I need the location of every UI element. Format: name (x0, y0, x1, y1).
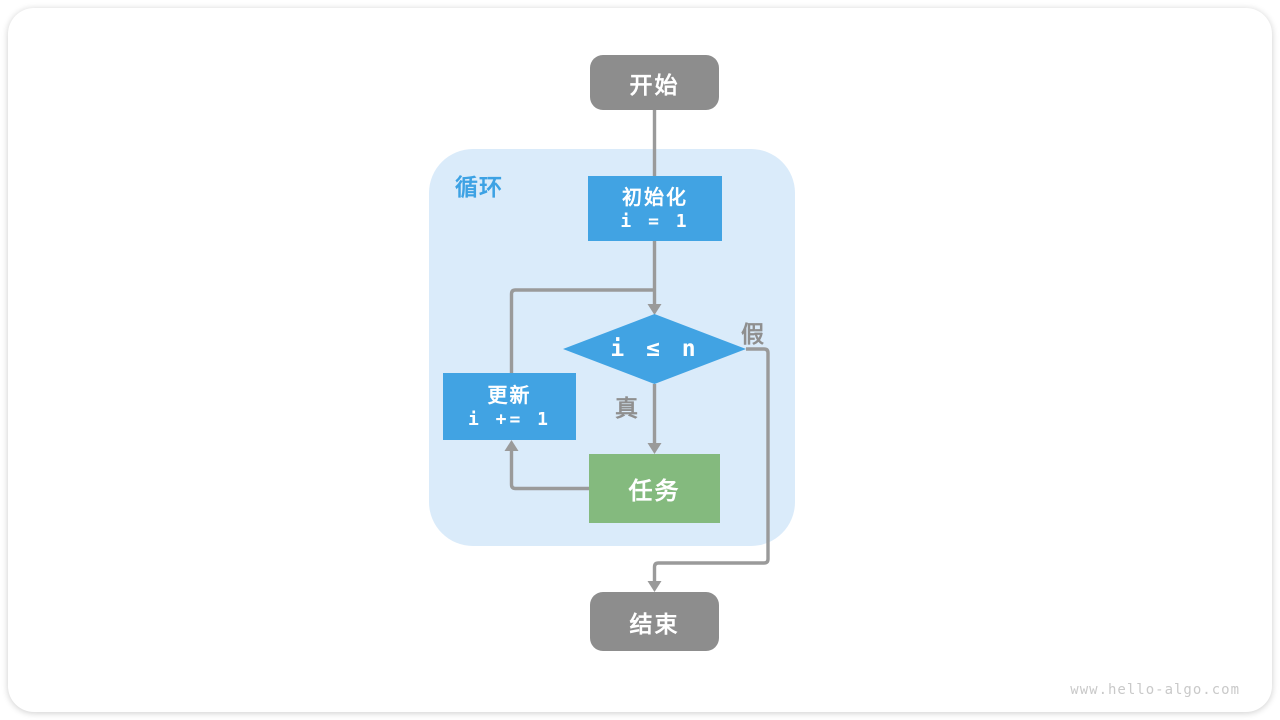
node-end-label: 结束 (629, 611, 680, 638)
arrowhead-end (647, 581, 662, 592)
node-init: 初始化 i = 1 (588, 176, 722, 241)
node-init-label: 初始化 (622, 184, 688, 209)
watermark: www.hello-algo.com (1070, 682, 1240, 698)
node-task-label: 任务 (628, 477, 681, 505)
node-task: 任务 (589, 454, 720, 523)
loop-container-label: 循环 (455, 175, 503, 201)
condition-label: i ≤ n (610, 336, 700, 362)
node-init-code: i = 1 (620, 210, 690, 232)
node-update-label: 更新 (487, 382, 532, 407)
edge-update-to-condition (509, 288, 655, 373)
edge-label-true: 真 (615, 396, 638, 422)
edge-label-false: 假 (741, 322, 764, 348)
edge-condition-to-end (652, 347, 770, 584)
arrowhead-update (504, 440, 519, 451)
node-update-code: i += 1 (467, 408, 552, 430)
condition-diamond (563, 314, 746, 384)
node-start-label: 开始 (629, 72, 680, 99)
arrowhead-task (647, 443, 662, 454)
node-update: 更新 i += 1 (443, 373, 576, 440)
node-start: 开始 (590, 55, 719, 110)
arrowhead-condition (647, 304, 662, 315)
node-end: 结束 (590, 592, 719, 651)
edge-task-to-update (509, 448, 589, 491)
